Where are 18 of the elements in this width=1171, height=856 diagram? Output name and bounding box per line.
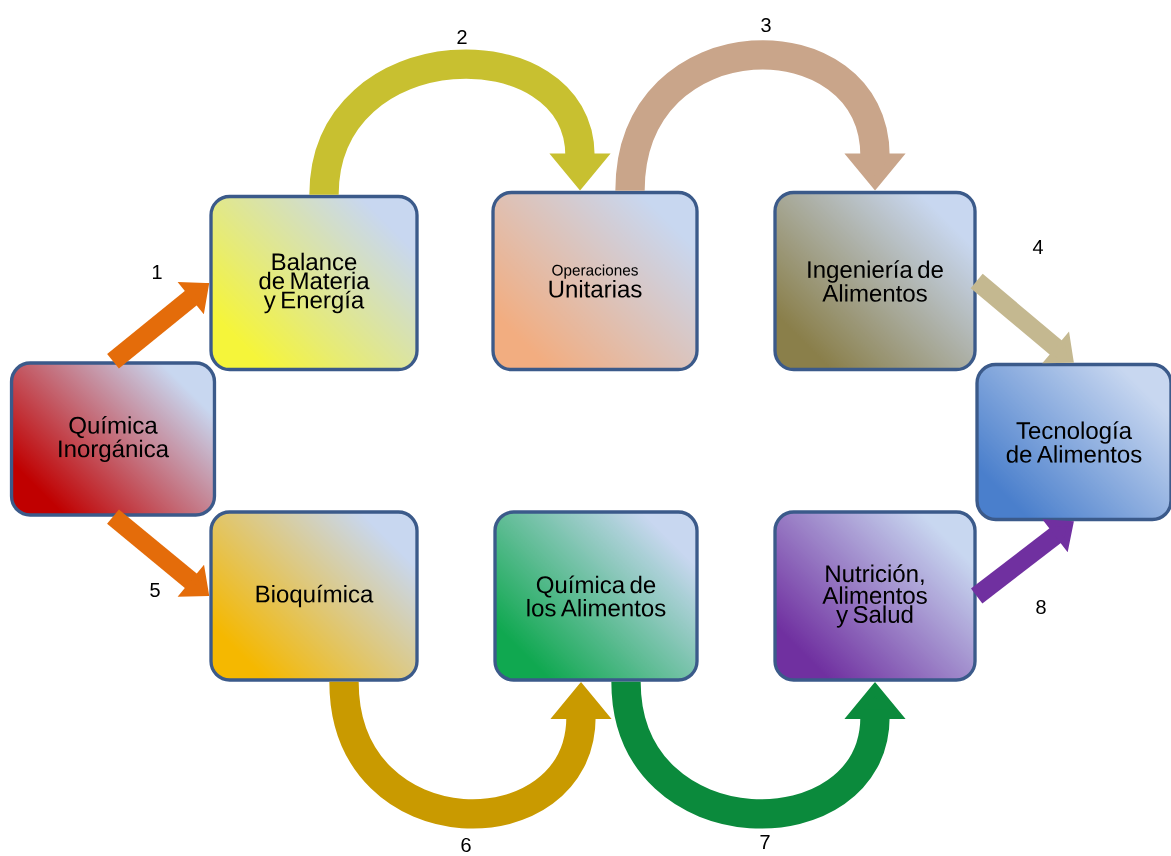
process-box: Ingeniería de Alimentos <box>773 190 977 372</box>
edge-label: 3 <box>759 16 773 34</box>
edge-label: 2 <box>455 28 469 46</box>
process-box: Bioquímica <box>209 510 419 682</box>
process-box: Química de los Alimentos <box>493 510 699 682</box>
process-box: Nutrición, Alimentos y Salud <box>773 510 977 682</box>
edge-label: 4 <box>1031 238 1045 256</box>
edge-label: 5 <box>148 581 162 599</box>
edge-label: 7 <box>758 833 772 851</box>
process-box: Operaciones Unitarias <box>491 190 699 372</box>
edge-label: 6 <box>459 836 473 854</box>
edge-label: 8 <box>1034 598 1048 616</box>
process-box: Tecnología de Alimentos <box>975 362 1171 522</box>
process-box: Balance de Materia y Energía <box>209 194 419 372</box>
process-box: Química Inorgánica <box>9 361 217 517</box>
block-arrow <box>970 273 1074 364</box>
block-arrow <box>970 519 1074 604</box>
edge-label: 1 <box>150 263 164 281</box>
